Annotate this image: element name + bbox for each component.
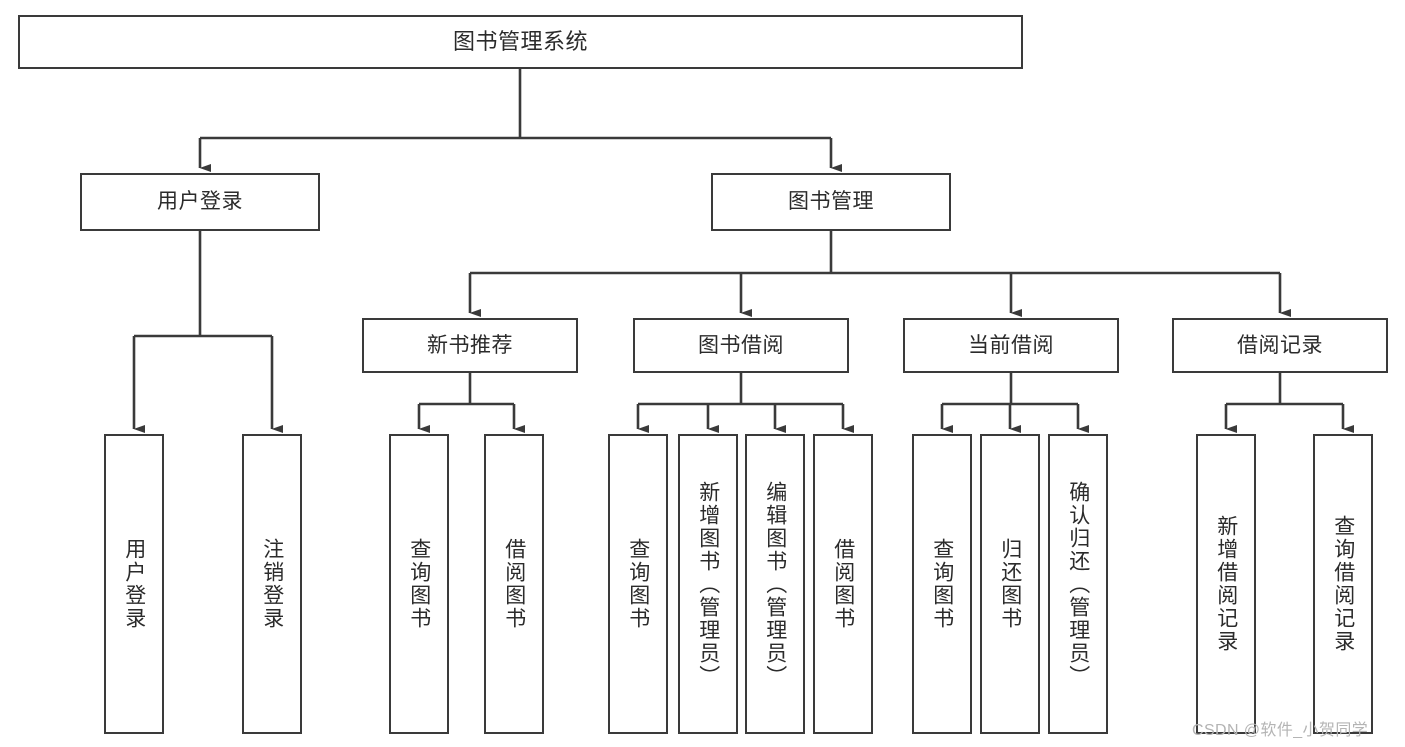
- leaf-return-book[interactable]: 归还图书: [980, 434, 1040, 734]
- leaf-confirm-return-label: 确认归还（管理员）: [1066, 480, 1090, 688]
- leaf-logout[interactable]: 注销登录: [242, 434, 302, 734]
- node-borrow-record[interactable]: 借阅记录: [1172, 318, 1388, 373]
- leaf-add-record-label: 新增借阅记录: [1214, 515, 1238, 653]
- leaf-user-login-label: 用户登录: [122, 538, 146, 630]
- leaf-query-book-3-label: 查询图书: [930, 538, 954, 630]
- leaf-borrow-book-2-label: 借阅图书: [831, 538, 855, 630]
- leaf-add-book[interactable]: 新增图书（管理员）: [678, 434, 738, 734]
- node-new-book-recommend[interactable]: 新书推荐: [362, 318, 578, 373]
- leaf-borrow-book-1-label: 借阅图书: [502, 538, 526, 630]
- leaf-query-book-2-label: 查询图书: [626, 538, 650, 630]
- node-new-book-recommend-label: 新书推荐: [427, 333, 513, 357]
- node-root-label: 图书管理系统: [452, 28, 588, 54]
- node-book-manage-label: 图书管理: [788, 190, 874, 214]
- leaf-return-book-label: 归还图书: [998, 538, 1022, 630]
- leaf-edit-book[interactable]: 编辑图书（管理员）: [745, 434, 805, 734]
- node-root[interactable]: 图书管理系统: [18, 15, 1023, 69]
- node-user-login-label: 用户登录: [157, 190, 243, 214]
- node-book-manage[interactable]: 图书管理: [711, 173, 951, 231]
- leaf-confirm-return[interactable]: 确认归还（管理员）: [1048, 434, 1108, 734]
- leaf-logout-label: 注销登录: [260, 538, 284, 630]
- leaf-query-book-2[interactable]: 查询图书: [608, 434, 668, 734]
- leaf-query-record-label: 查询借阅记录: [1331, 515, 1355, 653]
- leaf-query-book-1[interactable]: 查询图书: [389, 434, 449, 734]
- leaf-query-book-1-label: 查询图书: [407, 538, 431, 630]
- node-borrow-record-label: 借阅记录: [1237, 333, 1323, 357]
- leaf-borrow-book-1[interactable]: 借阅图书: [484, 434, 544, 734]
- leaf-query-record[interactable]: 查询借阅记录: [1313, 434, 1373, 734]
- leaf-add-record[interactable]: 新增借阅记录: [1196, 434, 1256, 734]
- node-current-borrow[interactable]: 当前借阅: [903, 318, 1119, 373]
- csdn-watermark: CSDN @软件_小贺同学: [1192, 722, 1369, 739]
- leaf-query-book-3[interactable]: 查询图书: [912, 434, 972, 734]
- node-current-borrow-label: 当前借阅: [968, 333, 1054, 357]
- leaf-user-login[interactable]: 用户登录: [104, 434, 164, 734]
- leaf-add-book-label: 新增图书（管理员）: [696, 480, 720, 688]
- leaf-borrow-book-2[interactable]: 借阅图书: [813, 434, 873, 734]
- node-user-login[interactable]: 用户登录: [80, 173, 320, 231]
- node-book-borrow-label: 图书借阅: [698, 333, 784, 357]
- leaf-edit-book-label: 编辑图书（管理员）: [763, 480, 787, 688]
- node-book-borrow[interactable]: 图书借阅: [633, 318, 849, 373]
